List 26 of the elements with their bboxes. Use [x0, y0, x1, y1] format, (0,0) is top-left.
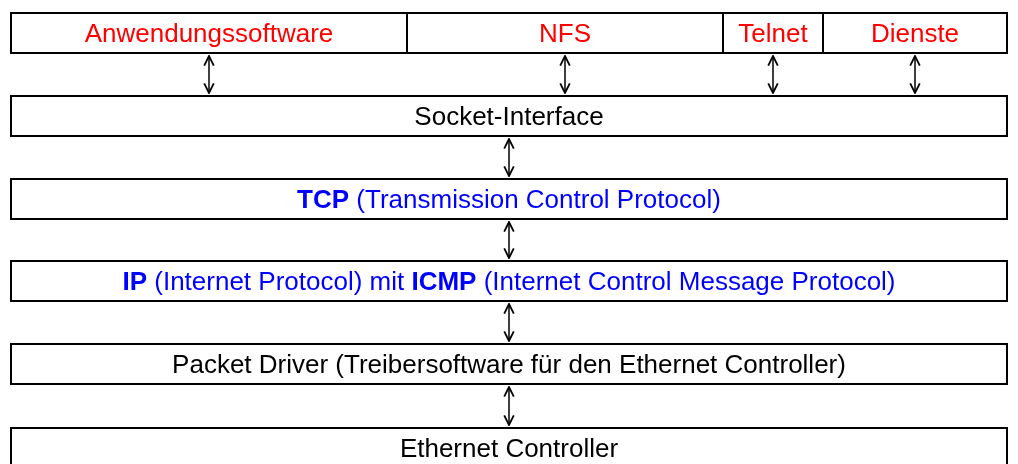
layer-label: Telnet: [738, 20, 808, 46]
layer-label: Dienste: [870, 20, 960, 46]
layer-label: IP (Internet Protocol) mit ICMP (Internet Control Message Protocol): [122, 268, 896, 294]
double-arrow: [909, 55, 921, 94]
layer-label: Anwendungssoftware: [84, 20, 334, 46]
layer-box: [10, 95, 1008, 137]
layer-box: [10, 260, 1008, 302]
double-arrow: [203, 55, 215, 94]
layer-box: [406, 12, 724, 54]
layer-label: Socket-Interface: [414, 103, 604, 129]
double-arrow: [559, 55, 571, 94]
layer-box: [10, 12, 408, 54]
layer-label: Packet Driver (Treibersoftware für den Ethernet Controller): [172, 351, 846, 377]
double-arrow: [767, 55, 779, 94]
layer-label: Ethernet Controller: [399, 435, 619, 461]
double-arrow: [503, 303, 515, 342]
layer-label: TCP (Transmission Control Protocol): [297, 186, 721, 212]
double-arrow: [503, 221, 515, 259]
double-arrow: [503, 386, 515, 426]
layer-box: [822, 12, 1008, 54]
layer-box: [10, 343, 1008, 385]
layer-box: [10, 178, 1008, 220]
double-arrow: [503, 138, 515, 177]
layer-box: [722, 12, 824, 54]
layer-label: NFS: [539, 20, 591, 46]
layer-box: [10, 427, 1008, 464]
